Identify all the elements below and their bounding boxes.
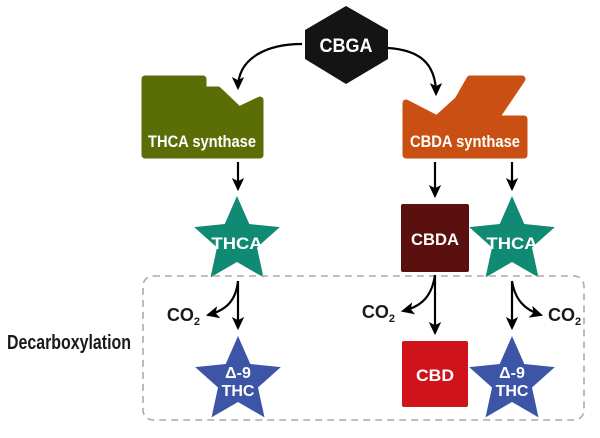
thca-node-right: THCA [469, 196, 555, 278]
delta9-thc-star-right [469, 336, 555, 418]
cbda-synthase-label: CBDA synthase [410, 132, 520, 151]
arrow-cbda-to-co2 [400, 274, 437, 315]
arrow-thca-to-co2-right [510, 280, 544, 318]
thca-node-left: THCA [194, 196, 280, 278]
co2-label-middle: CO2 [362, 302, 395, 325]
cbda-label: CBDA [411, 230, 459, 249]
cbd-label: CBD [416, 366, 454, 385]
decarboxylation-label: Decarboxylation [7, 332, 131, 354]
co2-label-left: CO2 [167, 305, 200, 328]
thca-label-left: THCA [212, 234, 263, 253]
thca-star-right [469, 196, 555, 278]
cbda-node: CBDA [401, 204, 469, 272]
cbga-node: CBGA [305, 6, 388, 84]
thca-star-left [194, 196, 280, 278]
arrow-cbga-to-cbda-synthase [387, 46, 443, 97]
thca-synthase-node: THCA synthase [141, 75, 264, 159]
co2-label-right: CO2 [548, 305, 581, 328]
cbda-synthase-shape [402, 75, 528, 159]
decarboxylation-box [142, 275, 585, 421]
cbd-square [402, 341, 468, 407]
cbda-square [401, 204, 469, 272]
thca-label-right: THCA [487, 234, 538, 253]
arrow-thca-to-co2-left [205, 280, 240, 319]
cbd-node: CBD [402, 341, 468, 407]
cbga-hexagon [305, 6, 388, 84]
cbda-synthase-node: CBDA synthase [402, 75, 528, 159]
arrow-cbga-to-thca-synthase [231, 42, 303, 91]
thca-synthase-label: THCA synthase [148, 132, 256, 151]
cbga-label: CBGA [320, 36, 373, 57]
thca-synthase-shape [141, 75, 264, 159]
delta9-thc-star-left [195, 336, 281, 418]
